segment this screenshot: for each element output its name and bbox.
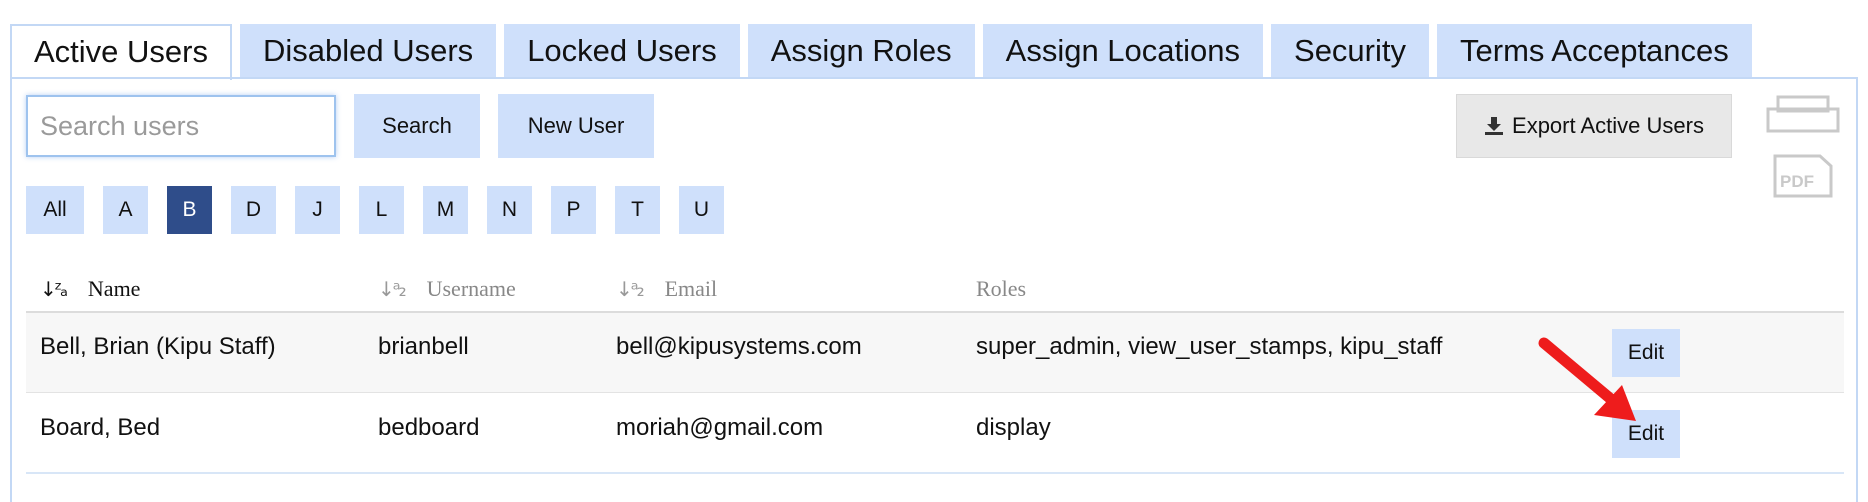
letter-filter-n[interactable]: N bbox=[487, 186, 532, 234]
column-header-username-label: Username bbox=[426, 276, 516, 301]
user-username: bedboard bbox=[378, 414, 480, 441]
letter-filter-b[interactable]: B bbox=[167, 186, 212, 234]
search-input[interactable] bbox=[26, 95, 336, 157]
search-button[interactable]: Search bbox=[354, 94, 480, 158]
tab-terms-acceptances[interactable]: Terms Acceptances bbox=[1437, 24, 1752, 78]
user-roles: display bbox=[976, 414, 1051, 441]
letter-filter-m[interactable]: M bbox=[423, 186, 468, 234]
letter-filter-d[interactable]: D bbox=[231, 186, 276, 234]
user-roles: super_admin, view_user_stamps, kipu_staf… bbox=[976, 333, 1443, 360]
column-header-email-label: Email bbox=[664, 276, 718, 301]
sort-desc-icon: ↓ᶻₐ bbox=[40, 277, 68, 301]
annotation-arrow-icon bbox=[1538, 337, 1636, 421]
user-email: moriah@gmail.com bbox=[616, 414, 824, 441]
column-header-roles-label: Roles bbox=[976, 276, 1027, 301]
sort-icon: ↓ᵃ₂ bbox=[378, 277, 407, 301]
tab-bar: Active Users Disabled Users Locked Users… bbox=[10, 24, 1760, 80]
letter-filter-p[interactable]: P bbox=[551, 186, 596, 234]
column-header-name-label: Name bbox=[87, 276, 141, 301]
tab-disabled-users[interactable]: Disabled Users bbox=[239, 24, 497, 78]
user-email: bell@kipusystems.com bbox=[616, 333, 862, 360]
letter-filter-j[interactable]: J bbox=[295, 186, 340, 234]
user-name: Board, Bed bbox=[40, 414, 161, 441]
download-icon bbox=[1485, 117, 1504, 135]
column-header-username[interactable]: ↓ᵃ₂ Username bbox=[378, 267, 516, 311]
tab-assign-roles[interactable]: Assign Roles bbox=[747, 24, 975, 78]
users-table-header: ↓ᶻₐ Name ↓ᵃ₂ Username ↓ᵃ₂ Email Roles bbox=[26, 267, 1844, 313]
tab-locked-users[interactable]: Locked Users bbox=[504, 24, 740, 78]
letter-filter-all[interactable]: All bbox=[26, 186, 84, 234]
printer-icon[interactable] bbox=[1766, 95, 1840, 135]
letter-filter-l[interactable]: L bbox=[359, 186, 404, 234]
pdf-icon[interactable]: PDF bbox=[1772, 153, 1834, 199]
table-row: Board, Bed bedboard moriah@gmail.com dis… bbox=[26, 394, 1844, 474]
letter-filter-t[interactable]: T bbox=[615, 186, 660, 234]
letter-filter-a[interactable]: A bbox=[103, 186, 148, 234]
letter-filter: All A B D J L M N P T U bbox=[26, 186, 743, 234]
letter-filter-u[interactable]: U bbox=[679, 186, 724, 234]
column-header-email[interactable]: ↓ᵃ₂ Email bbox=[616, 267, 717, 311]
sort-icon: ↓ᵃ₂ bbox=[616, 277, 645, 301]
user-username: brianbell bbox=[378, 333, 469, 360]
table-row: Bell, Brian (Kipu Staff) brianbell bell@… bbox=[26, 313, 1844, 393]
column-header-roles: Roles bbox=[976, 267, 1026, 311]
user-name: Bell, Brian (Kipu Staff) bbox=[40, 333, 276, 360]
export-label: Export Active Users bbox=[1512, 113, 1704, 138]
tab-security[interactable]: Security bbox=[1271, 24, 1429, 78]
column-header-name[interactable]: ↓ᶻₐ Name bbox=[40, 267, 140, 311]
new-user-button[interactable]: New User bbox=[498, 94, 654, 158]
tab-active-users[interactable]: Active Users bbox=[10, 24, 232, 80]
active-users-panel: Search New User Export Active Users PDF … bbox=[10, 77, 1858, 502]
pdf-icon-text: PDF bbox=[1780, 172, 1814, 191]
export-active-users-button[interactable]: Export Active Users bbox=[1456, 94, 1732, 158]
tab-assign-locations[interactable]: Assign Locations bbox=[982, 24, 1264, 78]
edit-user-button[interactable]: Edit bbox=[1612, 329, 1680, 377]
